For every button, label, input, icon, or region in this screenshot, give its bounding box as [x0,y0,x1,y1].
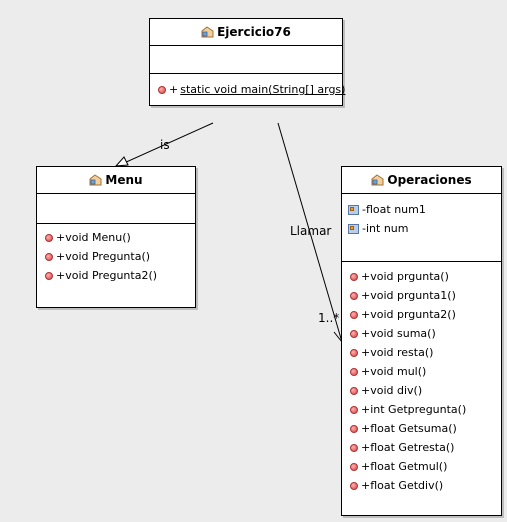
visibility-marker: + [361,327,371,340]
class-ejercicio76[interactable]: Ejercicio76 + static void main(String[] … [149,18,346,106]
method-signature: void Menu() [65,231,131,244]
class-icon [89,174,102,186]
visibility-marker: + [56,250,66,263]
visibility-marker: + [169,83,179,96]
class-name: Operaciones [387,173,472,187]
attributes-section [37,194,195,224]
visibility-marker: + [361,460,371,473]
class-header[interactable]: Menu [37,167,195,194]
method-signature: void prgunta1() [370,289,456,302]
method-row[interactable]: +float Getmul() [342,457,501,476]
method-signature: float Getmul() [370,460,448,473]
method-signature: void Pregunta2() [65,269,158,282]
generalization-arrowhead [114,156,129,167]
class-name: Menu [105,173,143,187]
visibility-marker: + [361,479,371,492]
class-icon [201,26,214,38]
method-row[interactable]: + void Menu() [37,228,195,247]
method-signature: void prgunta() [370,270,449,283]
method-row[interactable]: +float Getdiv() [342,476,501,495]
multiplicity-label: 1..* [318,311,340,325]
attributes-section [150,46,342,74]
attribute-signature: int num [365,222,409,235]
class-operaciones[interactable]: Operaciones - float num1 - int num +void… [341,166,502,516]
method-row[interactable]: +int Getpregunta() [342,400,501,419]
class-icon [371,174,384,186]
public-method-icon [350,443,358,452]
visibility-marker: - [362,222,366,235]
methods-section: + static void main(String[] args) [150,74,346,99]
public-method-icon [350,367,358,376]
method-signature: void div() [370,384,423,397]
public-method-icon [350,481,358,490]
method-row[interactable]: +void div() [342,381,501,400]
visibility-marker: - [362,203,366,216]
method-signature: float Getsuma() [370,422,457,435]
visibility-marker: + [361,270,371,283]
visibility-marker: + [361,403,371,416]
method-signature: void prgunta2() [370,308,456,321]
public-method-icon [45,271,53,280]
method-row[interactable]: +void resta() [342,343,501,362]
method-signature: void suma() [370,327,436,340]
visibility-marker: + [361,289,371,302]
public-method-icon [350,310,358,319]
class-menu[interactable]: Menu + void Menu() + void Pregunta() + v… [36,166,196,308]
public-method-icon [45,233,53,242]
public-method-icon [350,462,358,471]
public-method-icon [350,329,358,338]
field-icon [348,204,359,215]
public-method-icon [158,85,166,94]
is-relation-label: is [160,138,170,152]
method-signature: int Getpregunta() [370,403,467,416]
method-row[interactable]: +void prgunta1() [342,286,501,305]
class-header[interactable]: Operaciones [342,167,501,194]
public-method-icon [350,424,358,433]
visibility-marker: + [56,269,66,282]
method-signature: void mul() [370,365,427,378]
visibility-marker: + [361,384,371,397]
method-row[interactable]: +void prgunta2() [342,305,501,324]
llamar-association-line[interactable] [277,122,343,343]
class-header[interactable]: Ejercicio76 [150,19,342,46]
public-method-icon [45,252,53,261]
attributes-section: - float num1 - int num [342,194,501,262]
public-method-icon [350,405,358,414]
is-association-line[interactable] [123,122,214,164]
method-row[interactable]: +float Getsuma() [342,419,501,438]
method-row[interactable]: +float Getresta() [342,438,501,457]
method-row[interactable]: + void Pregunta2() [37,266,195,285]
methods-section: +void prgunta() +void prgunta1() +void p… [342,262,501,495]
visibility-marker: + [361,365,371,378]
method-signature: static void main(String[] args) [180,83,346,96]
method-row[interactable]: +void mul() [342,362,501,381]
class-name: Ejercicio76 [217,25,291,39]
method-row[interactable]: + void Pregunta() [37,247,195,266]
method-signature: void resta() [370,346,434,359]
method-row[interactable]: +void prgunta() [342,267,501,286]
attribute-signature: float num1 [365,203,426,216]
method-signature: float Getdiv() [370,479,444,492]
public-method-icon [350,291,358,300]
visibility-marker: + [361,308,371,321]
method-row[interactable]: +void suma() [342,324,501,343]
visibility-marker: + [56,231,66,244]
llamar-relation-label: Llamar [290,224,332,238]
attribute-row[interactable]: - int num [342,219,501,238]
field-icon [348,223,359,234]
method-row[interactable]: + static void main(String[] args) [150,80,346,99]
visibility-marker: + [361,441,371,454]
public-method-icon [350,348,358,357]
methods-section: + void Menu() + void Pregunta() + void P… [37,224,195,285]
attribute-row[interactable]: - float num1 [342,200,501,219]
visibility-marker: + [361,346,371,359]
visibility-marker: + [361,422,371,435]
public-method-icon [350,272,358,281]
method-signature: float Getresta() [370,441,455,454]
public-method-icon [350,386,358,395]
method-signature: void Pregunta() [65,250,151,263]
